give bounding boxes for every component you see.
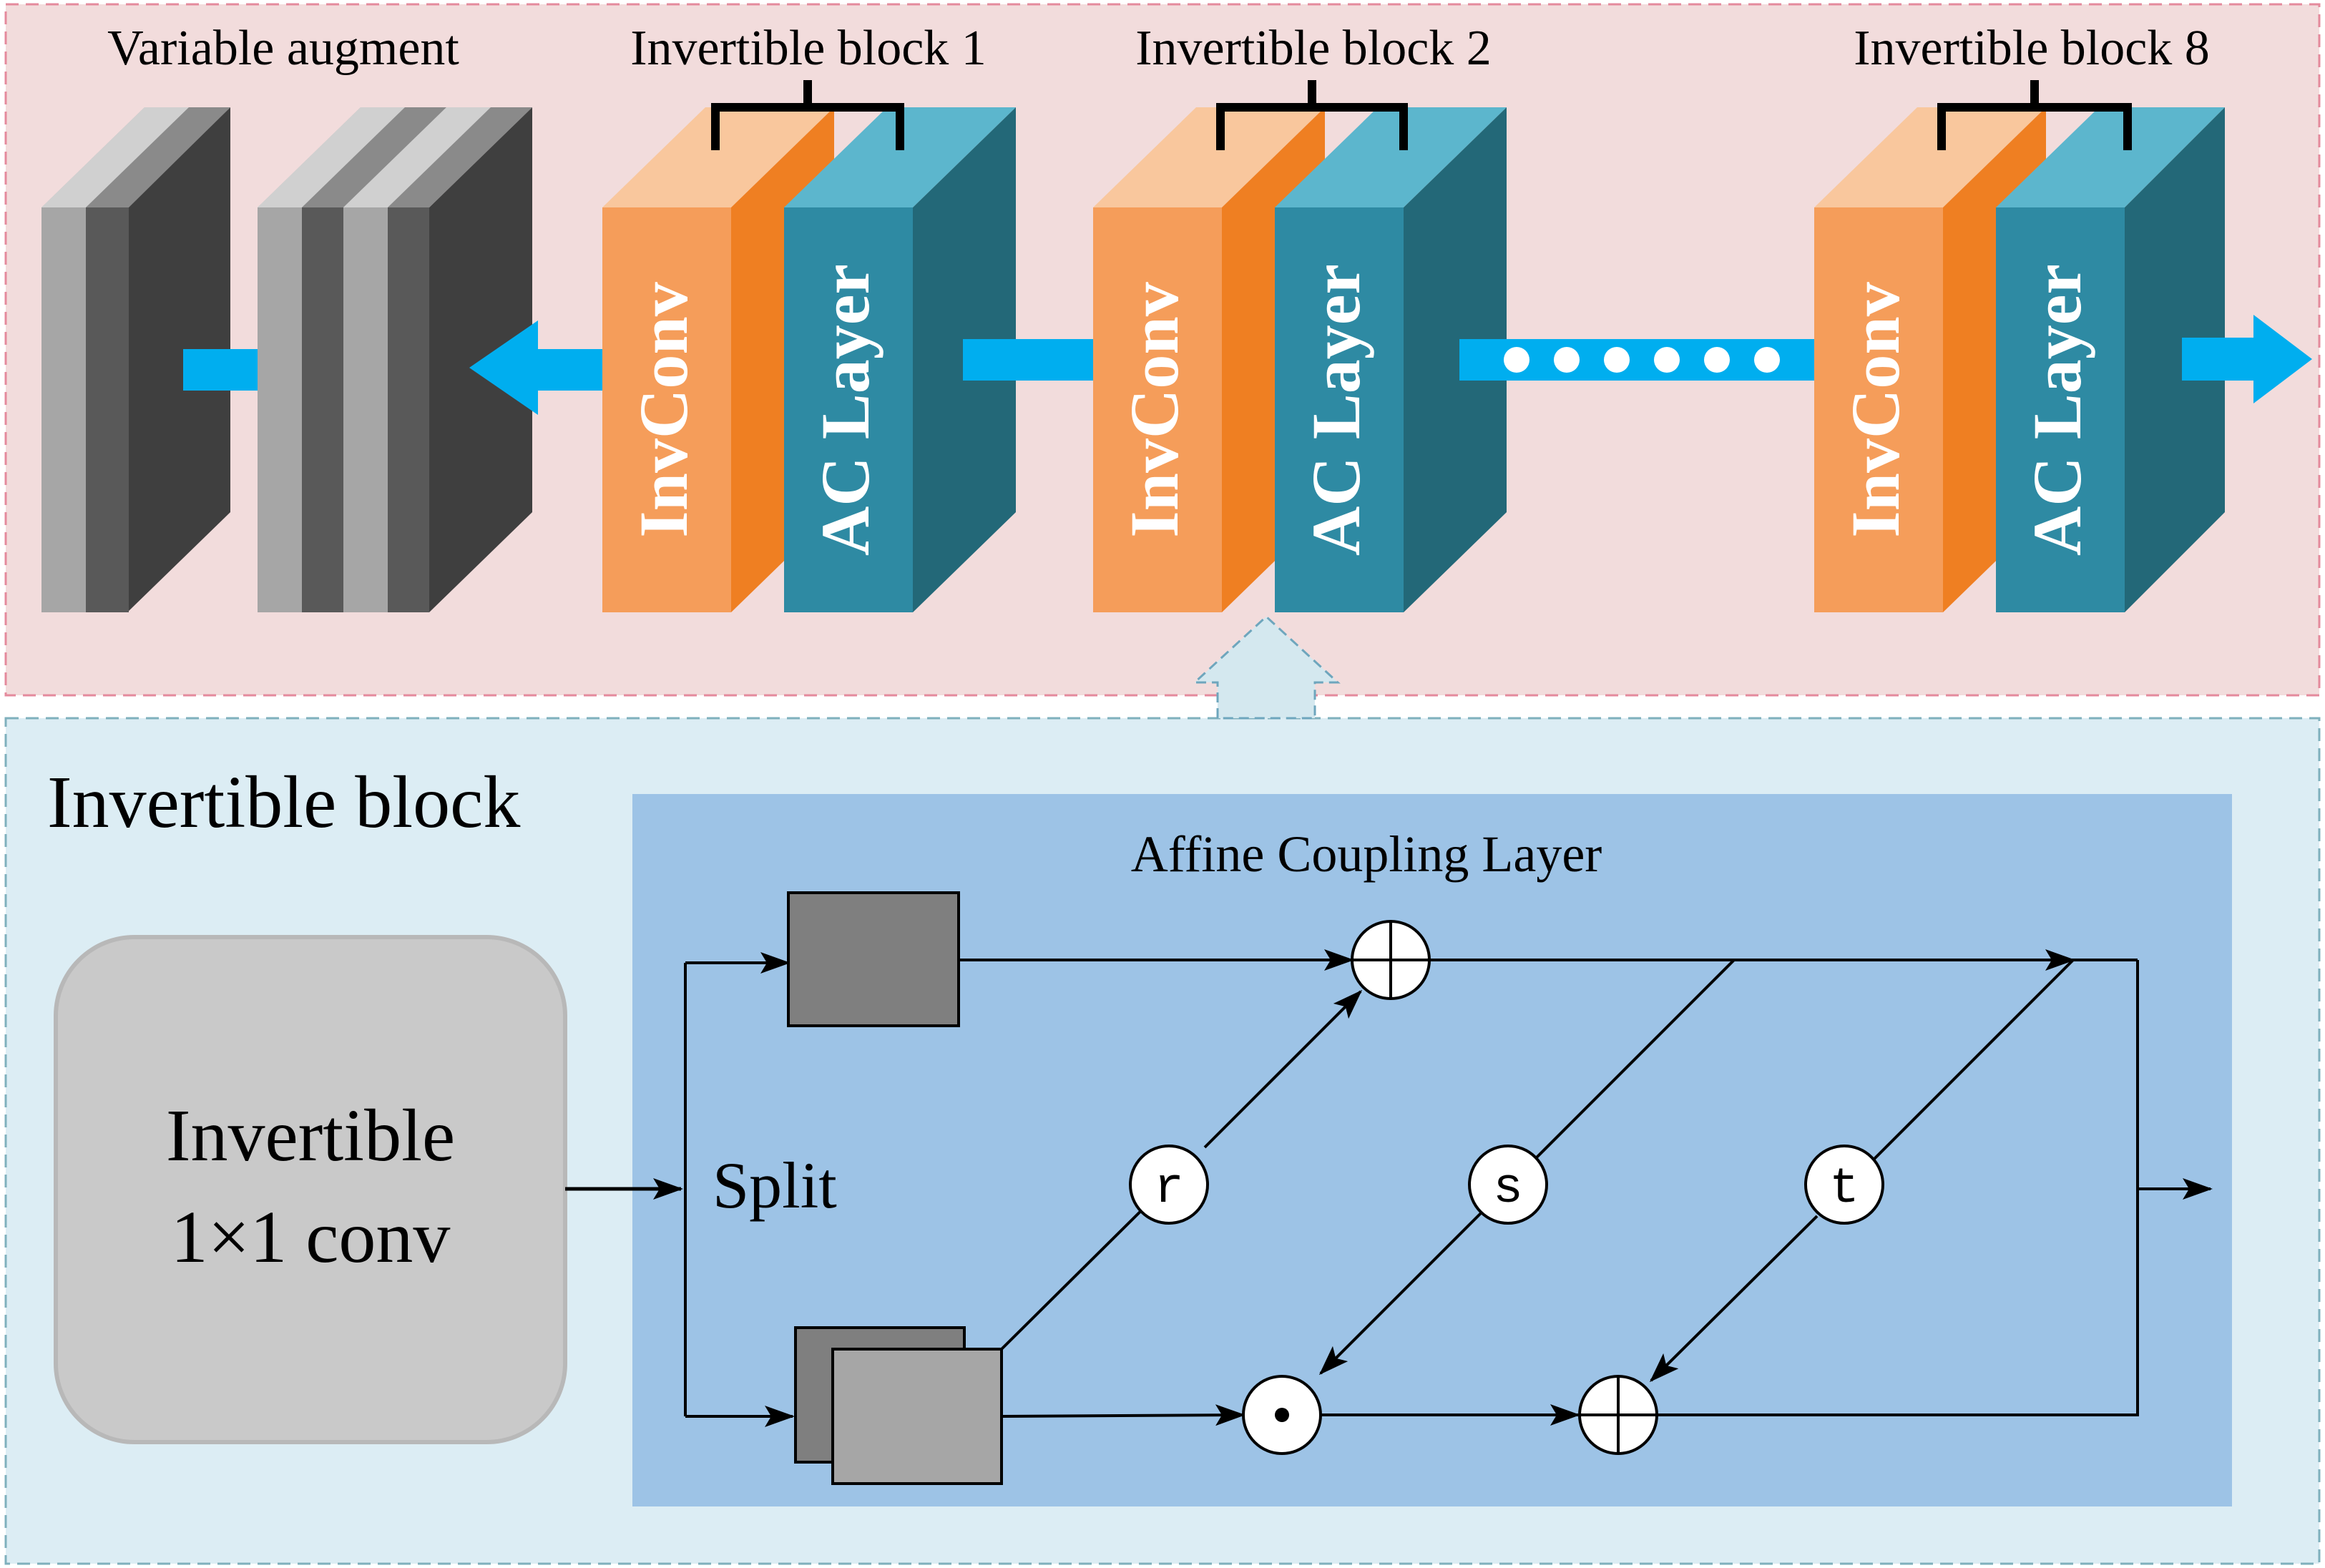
conv-box-line-2: 1×1 conv: [171, 1196, 451, 1278]
left-arrow: [469, 320, 602, 415]
multiply-node: [1242, 1375, 1322, 1455]
lower-feature-box-front: [831, 1348, 1003, 1485]
invconv-block-1: [602, 207, 731, 612]
output-arrow: [2182, 315, 2312, 403]
block-label-8: Invertible block 8: [1854, 21, 2210, 76]
invconv-label-2: InvConv: [1116, 282, 1193, 537]
invertible-1x1-conv-box: [54, 935, 567, 1444]
ac-layer-label-1: AC Layer: [807, 264, 884, 556]
bracket-8: [1937, 80, 2132, 150]
ac-layer-label-2: AC Layer: [1298, 264, 1374, 556]
conv-box-line-1: Invertible: [166, 1094, 455, 1177]
t-diagonal-lower: [1649, 1215, 1819, 1383]
invconv-label-8: InvConv: [1837, 282, 1914, 537]
bottom-panel-title: Invertible block: [47, 761, 520, 843]
bottom-panel: Invertible block Invertible 1×1 conv Aff…: [4, 614, 2321, 1565]
s-node-label: s: [1493, 1161, 1523, 1217]
invconv-block-8: [1814, 207, 1943, 612]
top-panel: Variable augment InvConv AC Layer Invert…: [4, 3, 2321, 697]
invertible-block-2: InvConv AC Layer Invertible block 2: [1093, 21, 1507, 612]
connector-1-2: [963, 339, 1095, 381]
bracket-2: [1216, 80, 1408, 150]
invconv-block-2: [1093, 207, 1222, 612]
t-node-label: t: [1829, 1161, 1859, 1217]
s-diagonal-upper: [1534, 959, 1736, 1160]
upper-feature-box: [787, 891, 960, 1027]
variable-augment-single-stack: [41, 107, 230, 612]
invertible-block-8: InvConv AC Layer Invertible block 8: [1814, 21, 2225, 612]
t-diagonal-upper: [1870, 959, 2075, 1163]
s-diagonal-lower: [1318, 1212, 1482, 1376]
augment-connector: [183, 349, 258, 391]
r-node: r: [1129, 1145, 1209, 1225]
ellipsis-connector: [1459, 339, 1814, 381]
expand-up-arrow: [1192, 614, 1341, 720]
invconv-label-1: InvConv: [625, 282, 702, 537]
lower-to-multiply-arrow: [1001, 1404, 1245, 1426]
affine-coupling-title: Affine Coupling Layer: [1131, 825, 1602, 883]
invertible-block-1: InvConv AC Layer Invertible block 1: [602, 21, 1016, 612]
r-node-label: r: [1154, 1161, 1184, 1217]
add-node-top: [1351, 920, 1431, 1000]
ac-layer-block-2: [1275, 207, 1404, 612]
block-label-2: Invertible block 2: [1135, 21, 1492, 76]
s-node: s: [1468, 1145, 1548, 1225]
bracket-1: [711, 80, 904, 150]
add-node-bottom: [1578, 1375, 1658, 1455]
split-label: Split: [713, 1149, 837, 1222]
block-label-1: Invertible block 1: [630, 21, 987, 76]
ac-layer-block-1: [784, 207, 913, 612]
variable-augment-label: Variable augment: [107, 21, 459, 76]
ac-layer-block-8: [1996, 207, 2125, 612]
r-diagonal-upper: [1203, 989, 1363, 1149]
ac-layer-label-8: AC Layer: [2019, 264, 2095, 556]
t-node: t: [1804, 1145, 1884, 1225]
